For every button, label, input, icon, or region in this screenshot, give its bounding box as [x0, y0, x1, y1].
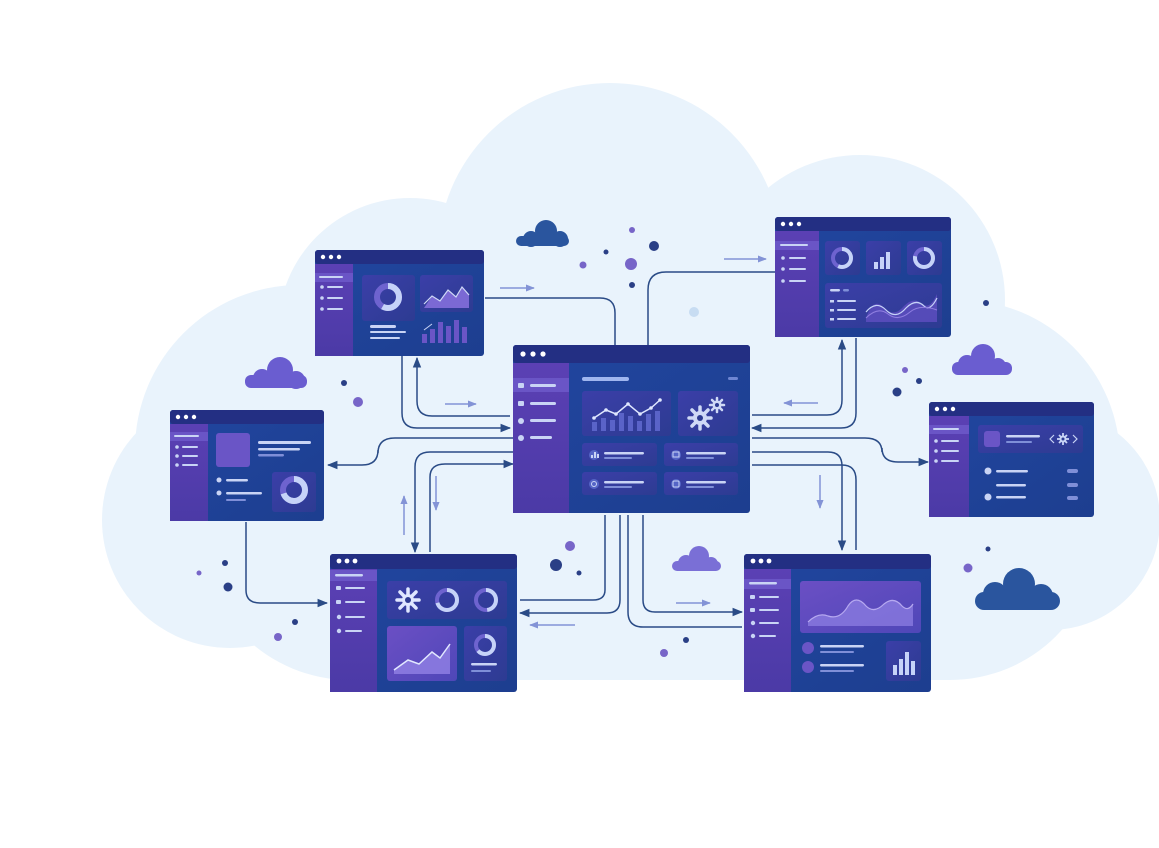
connector-hub-to-bottomleft	[410, 451, 513, 554]
connector-hub-to-topright-2	[752, 338, 847, 416]
hub-window	[513, 345, 750, 513]
settings-icon	[984, 431, 1000, 447]
gear-icon	[591, 481, 597, 487]
top-left-window	[315, 250, 484, 356]
area-chart-icon	[807, 599, 914, 626]
connector-left-to-bottomleft	[245, 522, 329, 608]
connector-bottomleft-to-hub	[429, 459, 515, 552]
top-right-window	[775, 217, 951, 337]
mini-cloud-top	[516, 220, 569, 247]
mini-cloud-right	[952, 344, 1012, 375]
donut-chart-icon	[474, 634, 496, 656]
chevron-left-icon	[1049, 434, 1055, 444]
connector-hub-bottom-to-bottomleft-2	[518, 515, 621, 618]
bottom-left-window	[330, 554, 517, 692]
connector-hub-to-right	[752, 437, 930, 467]
donut-chart-icon	[831, 247, 853, 269]
bottom-right-window	[744, 554, 931, 692]
connector-hub-bottom-to-bottomleft-1	[520, 515, 606, 601]
mini-cloud-center	[672, 546, 721, 571]
image-icon	[216, 433, 250, 467]
bar-chart-icon	[422, 320, 467, 343]
window-controls	[520, 351, 546, 357]
donut-chart-icon	[474, 588, 498, 612]
donut-chart-icon	[435, 588, 459, 612]
connector-topleft-hub-top	[485, 297, 616, 345]
connector-hub-bottom-to-bottomright-2	[627, 515, 742, 628]
area-chart-icon	[393, 643, 451, 674]
connector-hub-to-left	[326, 437, 513, 470]
bar-chart-icon	[893, 652, 915, 675]
connector-hub-bottom-to-bottomright-1	[642, 515, 744, 617]
toggle-icon	[1067, 469, 1078, 500]
mini-clouds	[245, 220, 1060, 610]
left-window	[170, 410, 324, 521]
bar-chart-icon	[874, 252, 890, 269]
donut-chart-icon	[374, 283, 402, 311]
gear-icon	[395, 587, 421, 613]
connector-hub-to-bottomright-2	[752, 464, 857, 550]
mini-cloud-bottom-right	[975, 568, 1060, 610]
line-bar-chart-icon	[592, 398, 662, 431]
chevron-right-icon	[1072, 434, 1078, 444]
connector-hub-to-topleft	[412, 356, 510, 417]
area-chart-icon	[865, 294, 938, 322]
decorative-dots	[196, 227, 991, 657]
right-window	[929, 402, 1094, 517]
gear-icon	[1057, 433, 1069, 445]
flow-arrows	[400, 255, 824, 629]
connector-topright-to-hub	[750, 338, 857, 433]
hub-gears-panel	[678, 391, 738, 436]
donut-chart-icon	[913, 247, 935, 269]
bar-chart-icon	[591, 455, 593, 458]
donut-chart-icon	[280, 476, 308, 504]
hub-sidebar-items	[518, 383, 556, 441]
mini-cloud-left	[245, 357, 307, 389]
connector-hub-to-topright	[647, 271, 775, 345]
connections	[245, 271, 930, 628]
image-icon	[672, 451, 680, 458]
connector-hub-to-bottomright	[752, 451, 847, 552]
gears-icon	[687, 396, 726, 431]
connector-topleft-to-hub	[401, 356, 512, 433]
area-chart-icon	[423, 285, 470, 308]
